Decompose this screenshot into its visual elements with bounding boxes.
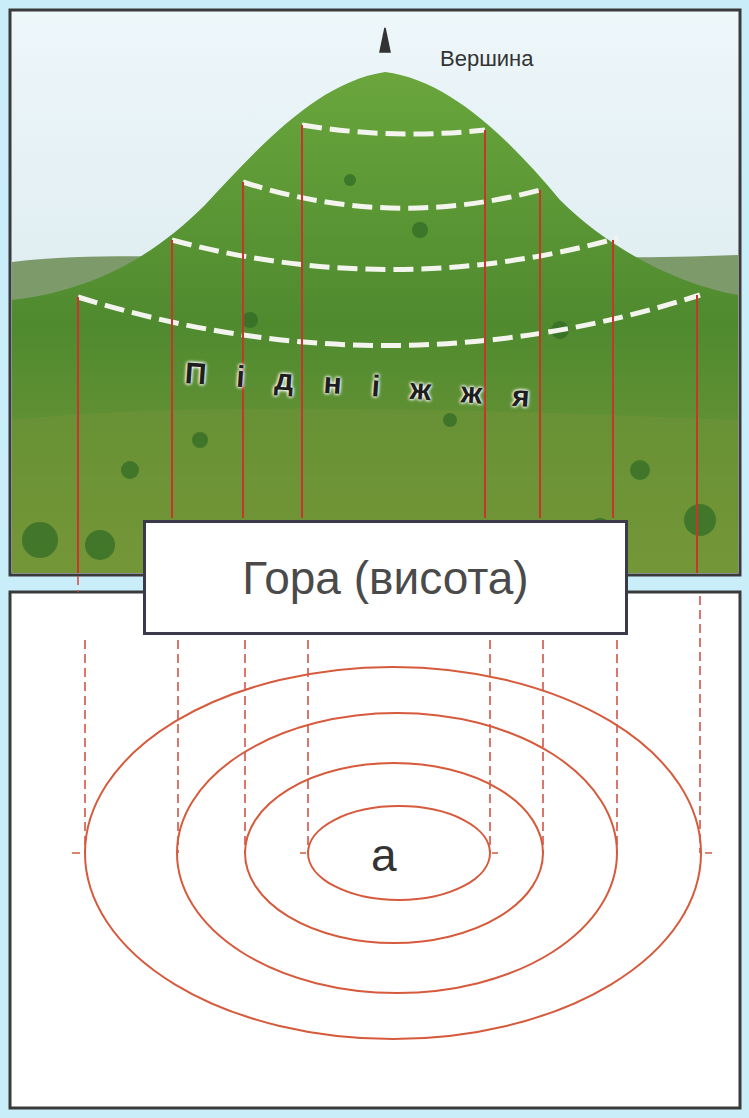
projection-lines [78,125,697,573]
center-label: а [371,828,397,882]
summit-label: Вершина [440,46,533,72]
photo-panel [10,10,740,575]
contour-lines [85,667,701,1039]
map-panel [10,592,740,1108]
trees [22,174,716,560]
box-text: Гора (висота) [242,551,528,605]
title-box: Гора (висота) [143,520,628,635]
foot-label: Підніжжя [184,356,561,416]
hill [12,72,738,573]
summit-marker [380,28,390,52]
